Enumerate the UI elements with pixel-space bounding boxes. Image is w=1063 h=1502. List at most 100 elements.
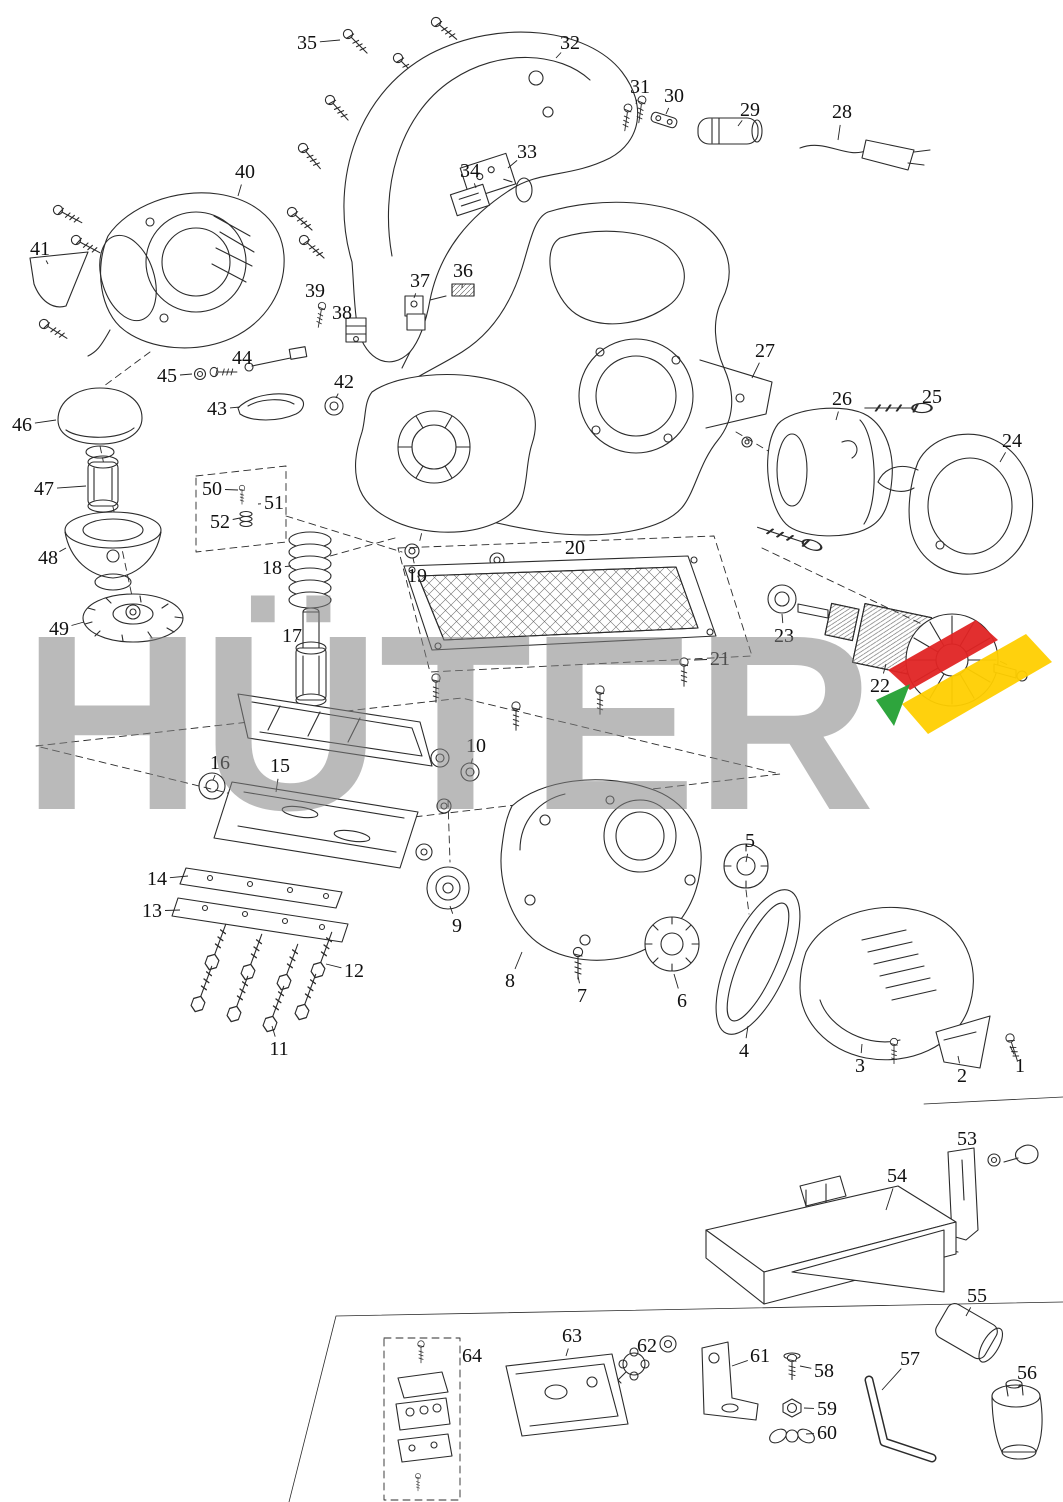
leader-line-19	[412, 557, 415, 564]
part-label-59: 59	[817, 1398, 837, 1420]
switch-parts	[449, 152, 517, 217]
part-label-24: 24	[1002, 430, 1022, 452]
leader-line-16	[212, 774, 216, 781]
leader-line-24	[999, 452, 1006, 463]
part-label-40: 40	[235, 161, 255, 183]
part-label-56: 56	[1017, 1362, 1037, 1384]
leader-line-12	[325, 963, 342, 969]
part-label-49: 49	[49, 618, 69, 640]
part-label-44: 44	[232, 347, 252, 369]
leader-line-9	[449, 905, 454, 914]
part-label-34: 34	[460, 160, 480, 182]
spindle	[697, 117, 763, 145]
leader-line-46	[34, 419, 57, 424]
leader-line-63	[565, 1348, 569, 1357]
part-label-23: 23	[774, 625, 794, 647]
part-label-22: 22	[870, 675, 890, 697]
drive-assembly	[500, 779, 801, 1035]
leader-line-11	[271, 1025, 276, 1037]
leader-line-37	[413, 293, 417, 299]
part-label-39: 39	[305, 280, 325, 302]
part-label-11: 11	[269, 1038, 289, 1060]
belt-cover-assembly	[799, 906, 1022, 1069]
leader-line-14	[169, 875, 189, 879]
leader-line-34	[473, 183, 477, 189]
part-label-46: 46	[12, 414, 32, 436]
leader-line-41	[45, 260, 49, 265]
part-label-25: 25	[922, 386, 942, 408]
leader-line-22	[882, 663, 887, 674]
part-label-63: 63	[562, 1325, 582, 1347]
leader-line-29	[737, 120, 743, 127]
leader-line-21	[693, 659, 708, 661]
leader-line-57	[881, 1368, 902, 1391]
part-label-16: 16	[210, 752, 230, 774]
leader-line-52	[232, 517, 241, 520]
leader-line-3	[860, 1043, 863, 1054]
part-label-48: 48	[38, 547, 58, 569]
leader-line-7	[577, 975, 580, 984]
leader-line-10	[470, 758, 473, 765]
part-label-18: 18	[262, 557, 282, 579]
part-label-33: 33	[517, 141, 537, 163]
part-label-51: 51	[264, 492, 284, 514]
leader-line-5	[745, 853, 749, 863]
leader-line-48	[59, 547, 67, 553]
part-label-30: 30	[664, 85, 684, 107]
leader-line-42	[335, 393, 339, 399]
accessories	[395, 1303, 1043, 1492]
adjust-screw-spring	[238, 484, 253, 528]
brand-logo-green-shape	[876, 684, 910, 726]
part-label-10: 10	[466, 735, 486, 757]
part-label-27: 27	[755, 340, 775, 362]
spring-post	[288, 531, 332, 707]
leader-line-43	[229, 406, 241, 409]
part-label-31: 31	[630, 76, 650, 98]
leader-line-4	[745, 1025, 749, 1039]
part-label-52: 52	[210, 511, 230, 533]
part-label-19: 19	[407, 565, 427, 587]
part-label-61: 61	[750, 1345, 770, 1367]
leader-line-47	[56, 485, 87, 489]
part-label-35: 35	[297, 32, 317, 54]
bearings	[426, 762, 480, 910]
part-label-15: 15	[270, 755, 290, 777]
part-label-20: 20	[565, 537, 585, 559]
part-label-26: 26	[832, 388, 852, 410]
part-label-6: 6	[677, 990, 687, 1012]
side-cover-assembly	[29, 192, 328, 357]
leader-line-32	[555, 52, 562, 59]
leader-line-6	[673, 973, 679, 989]
part-label-9: 9	[452, 915, 462, 937]
sole-plate-assembly	[171, 772, 433, 1035]
part-label-50: 50	[202, 478, 222, 500]
leader-line-23	[781, 613, 784, 624]
leader-line-45	[179, 373, 193, 376]
leader-line-35	[319, 39, 341, 43]
front-base-casting	[237, 693, 450, 768]
leader-line-55	[965, 1307, 972, 1317]
frame-lines	[288, 1096, 1063, 1502]
leader-line-28	[837, 124, 841, 141]
main-housing	[354, 201, 773, 568]
part-label-42: 42	[334, 371, 354, 393]
leader-line-58	[799, 1365, 812, 1369]
part-label-36: 36	[453, 260, 473, 282]
part-label-58: 58	[814, 1360, 834, 1382]
base-plate	[403, 555, 717, 731]
handle-cover	[343, 31, 639, 369]
brand-logo-red-shape	[888, 620, 998, 690]
part-label-57: 57	[900, 1348, 920, 1370]
leader-line-15	[275, 778, 279, 793]
leader-line-54	[885, 1188, 894, 1211]
bearing-cover	[877, 433, 1034, 575]
part-label-62: 62	[637, 1335, 657, 1357]
part-label-47: 47	[34, 478, 54, 500]
leader-line-56	[1017, 1383, 1021, 1389]
stator-assembly	[755, 402, 933, 554]
part-label-41: 41	[30, 238, 50, 260]
part-label-60: 60	[817, 1422, 837, 1444]
